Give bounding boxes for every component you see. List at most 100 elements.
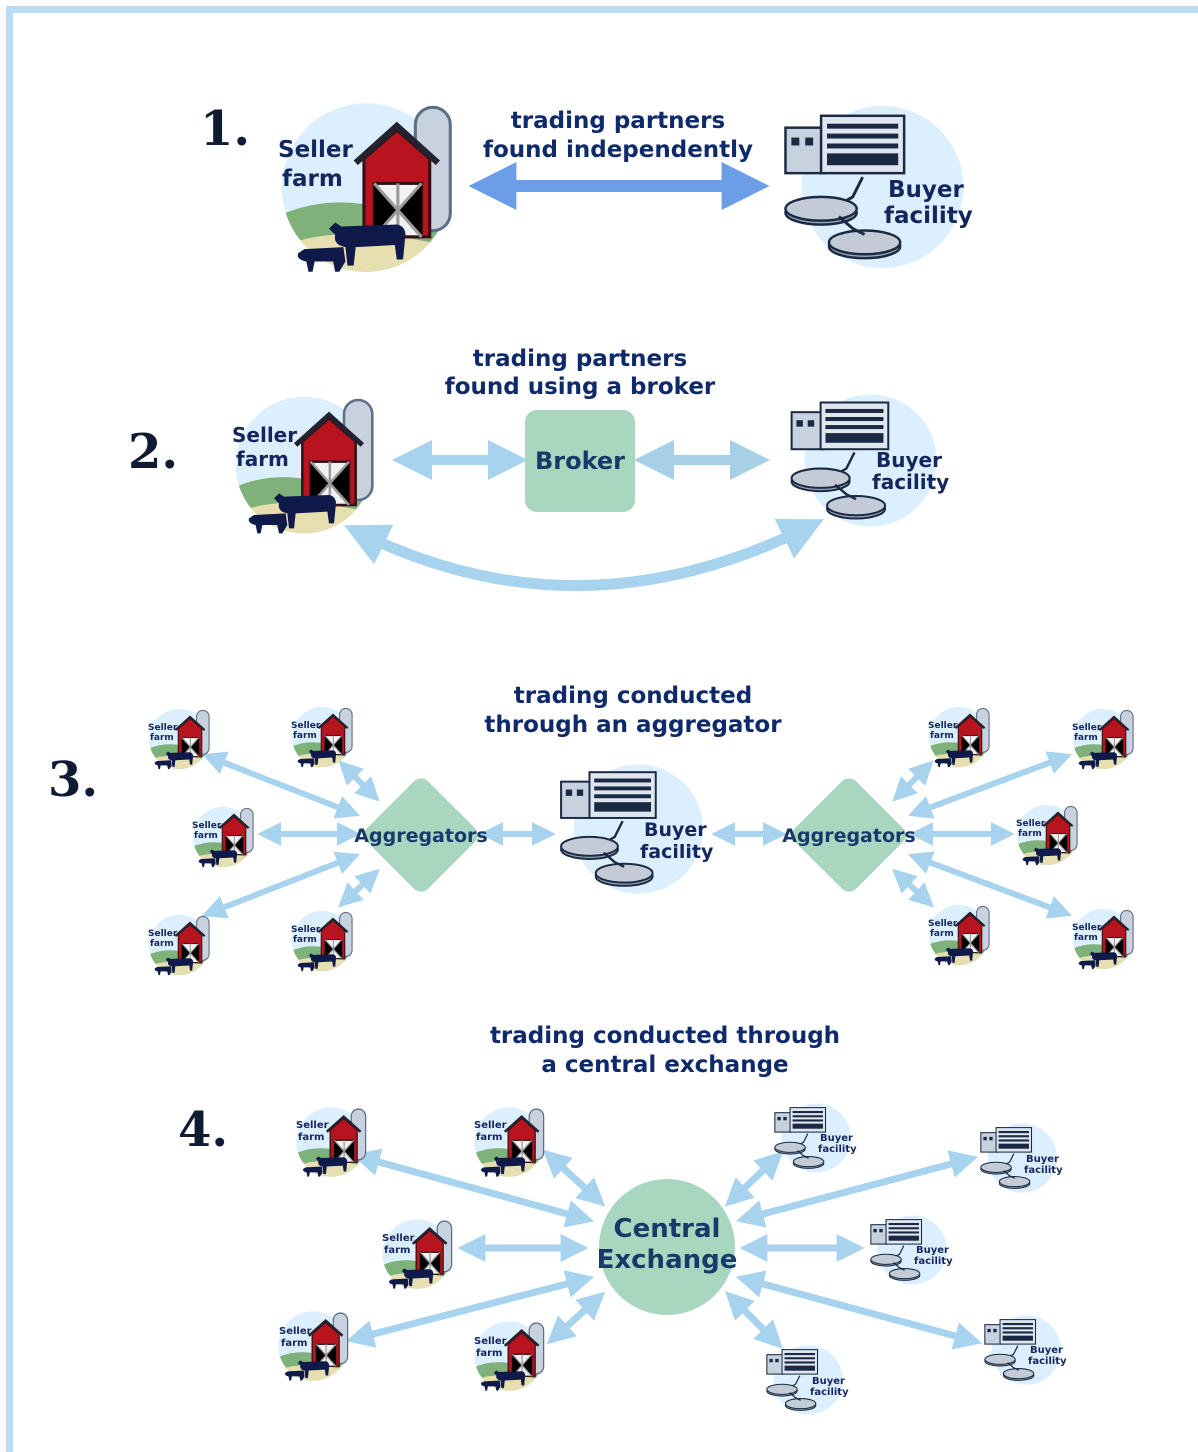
seller-farm-icon: Seller farm <box>146 915 212 978</box>
seller-farm-label-line-1: Seller <box>279 1326 312 1337</box>
buyer-facility-label-line-2: facility <box>884 203 973 229</box>
buyer-facility-icon: Buyer facility <box>766 1344 849 1416</box>
panel-1-caption-line-1: trading partners <box>511 108 725 134</box>
arrow-agg-left-seller-5 <box>338 868 380 908</box>
seller-farm-label-line-2: farm <box>384 1245 410 1256</box>
arrow-agg-left-seller-2 <box>338 760 380 802</box>
panel-4-number: 4. <box>178 1102 228 1158</box>
buyer-facility-label-line-1: Buyer <box>888 177 964 203</box>
seller-farm-label-line-1: Seller <box>291 721 321 731</box>
seller-farm-label-line-1: Seller <box>192 821 222 831</box>
seller-farm-icon: Seller farm <box>926 905 992 968</box>
buyer-facility-icon: Buyer facility <box>559 762 714 896</box>
central-exchange-circle <box>599 1179 735 1315</box>
seller-farm-label-line-2: farm <box>236 447 289 471</box>
broker-box <box>525 410 635 512</box>
arrow-exchange-buyer-5 <box>725 1291 783 1349</box>
arrow-agg-left-seller-4 <box>201 851 361 919</box>
seller-farm-label-line-1: Seller <box>278 137 354 163</box>
seller-farm-label-line-2: farm <box>150 733 174 743</box>
aggregators-diamond-left <box>364 778 478 892</box>
seller-farm-icon: Seller farm <box>1014 805 1080 868</box>
seller-farm-icon: Seller farm <box>471 1321 547 1394</box>
buyer-facility-icon: Buyer facility <box>984 1314 1067 1386</box>
seller-farm-label-line-2: farm <box>281 1338 307 1349</box>
seller-farm-icon: Seller farm <box>1070 909 1136 972</box>
seller-farm-label-line-2: farm <box>282 166 343 192</box>
buyer-facility-icon: Buyer facility <box>774 1102 857 1174</box>
seller-farm-label-line-2: farm <box>476 1348 502 1359</box>
aggregators-right-label: Aggregators <box>782 825 915 847</box>
panel-1-caption-line-2: found independently <box>483 137 753 163</box>
seller-farm-label-line-1: Seller <box>1016 819 1046 829</box>
seller-farm-label-line-2: farm <box>293 731 317 741</box>
aggregators-diamond-right <box>792 778 906 892</box>
panel-3-caption-line-2: through an aggregator <box>484 712 782 738</box>
panel-4-caption-line-2: a central exchange <box>541 1052 788 1078</box>
buyer-facility-label-line-1: Buyer <box>1030 1345 1063 1356</box>
seller-farm-label-line-1: Seller <box>296 1120 329 1131</box>
seller-farm-icon: Seller farm <box>1070 709 1136 772</box>
frame-border-top <box>6 6 1198 13</box>
arrow-exchange-buyer-1 <box>724 1151 784 1207</box>
seller-farm-label-line-2: farm <box>293 935 317 945</box>
buyer-facility-label-line-2: facility <box>810 1387 849 1398</box>
arrow-exchange-buyer-2 <box>735 1150 979 1228</box>
buyer-facility-icon: Buyer facility <box>870 1214 953 1286</box>
seller-farm-icon: Seller farm <box>190 807 256 870</box>
arrow-agg-right-seller-2 <box>907 751 1073 819</box>
arrow-direct-curved <box>344 519 824 591</box>
seller-farm-label-line-1: Seller <box>1072 723 1102 733</box>
central-exchange-label-line-1: Central <box>614 1214 721 1244</box>
buyer-facility-label-line-2: facility <box>1028 1356 1067 1367</box>
aggregators-left-label: Aggregators <box>354 825 487 847</box>
seller-farm-label-line-1: Seller <box>148 723 178 733</box>
buyer-facility-label-line-1: Buyer <box>876 448 942 472</box>
seller-farm-label-line-1: Seller <box>928 721 958 731</box>
seller-farm-label-line-2: farm <box>298 1132 324 1143</box>
arrow-exchange-seller-1 <box>351 1148 595 1228</box>
buyer-facility-label-line-1: Buyer <box>916 1245 949 1256</box>
seller-farm-label-line-1: Seller <box>1072 923 1102 933</box>
buyer-facility-label-line-2: facility <box>914 1256 953 1267</box>
arrow-exchange-buyer-4 <box>735 1270 983 1350</box>
panel-3-number: 3. <box>48 752 98 808</box>
seller-farm-label-line-2: farm <box>1018 829 1042 839</box>
buyer-facility-label-line-1: Buyer <box>812 1376 845 1387</box>
seller-farm-label-line-2: farm <box>930 929 954 939</box>
seller-farm-icon: Seller farm <box>289 911 355 974</box>
broker-label: Broker <box>535 447 625 475</box>
seller-farm-icon: Seller farm <box>275 1311 351 1384</box>
arrow-exchange-seller-4 <box>345 1270 595 1348</box>
seller-farm-label-line-2: farm <box>476 1132 502 1143</box>
arrow-exchange-seller-2 <box>542 1149 606 1207</box>
seller-farm-icon: Seller farm <box>274 103 459 280</box>
seller-farm-icon: Seller farm <box>926 707 992 770</box>
seller-farm-label-line-1: Seller <box>382 1233 415 1244</box>
seller-farm-label-line-1: Seller <box>474 1336 507 1347</box>
seller-farm-label-line-2: farm <box>194 831 218 841</box>
panel-2-number: 2. <box>128 424 178 480</box>
seller-farm-label-line-1: Seller <box>148 929 178 939</box>
buyer-facility-label-line-1: Buyer <box>820 1133 853 1144</box>
arrow-agg-right-seller-1 <box>892 760 934 802</box>
central-exchange-label-line-2: Exchange <box>597 1245 738 1275</box>
seller-farm-label-line-1: Seller <box>474 1120 507 1131</box>
buyer-facility-icon: Buyer facility <box>790 393 949 528</box>
panel-2-caption-line-1: trading partners <box>473 346 687 372</box>
panel-1: 1. trading partners found independently … <box>200 101 973 280</box>
seller-farm-label-line-2: farm <box>930 731 954 741</box>
panel-4-caption-line-1: trading conducted through <box>490 1023 840 1049</box>
seller-farm-icon: Seller farm <box>229 397 379 540</box>
arrow-exchange-seller-5 <box>546 1291 606 1345</box>
panel-2-caption-line-2: found using a broker <box>445 374 716 400</box>
arrow-agg-right-seller-5 <box>892 868 934 908</box>
panel-3: 3. trading conducted through an aggregat… <box>48 683 1136 978</box>
buyer-facility-label-line-2: facility <box>640 841 714 863</box>
seller-farm-icon: Seller farm <box>471 1107 547 1180</box>
seller-farm-label-line-2: farm <box>1074 733 1098 743</box>
seller-farm-label-line-2: farm <box>1074 933 1098 943</box>
arrow-agg-right-seller-4 <box>907 851 1073 919</box>
